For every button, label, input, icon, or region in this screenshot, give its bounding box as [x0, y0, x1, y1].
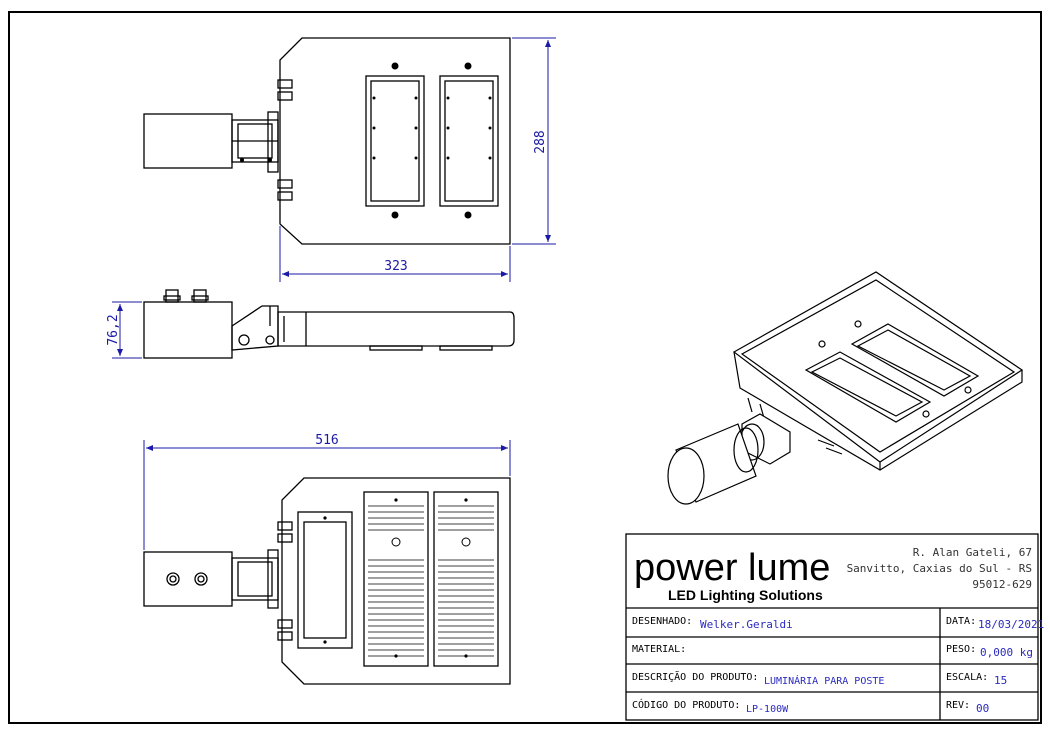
dimension-top-height: 288: [533, 130, 548, 153]
rev-value: 00: [976, 702, 989, 715]
codigo-label: CÓDIGO DO PRODUTO:: [632, 698, 740, 711]
escala-value: 15: [994, 674, 1007, 687]
address-line-1: R. Alan Gateli, 67: [913, 546, 1032, 559]
data-label: DATA:: [946, 616, 976, 627]
isometric-view: [667, 271, 1024, 505]
side-view: [143, 289, 515, 359]
dimension-lines-bottom: [143, 440, 511, 550]
peso-label: PESO:: [946, 644, 976, 655]
top-view: [143, 37, 511, 245]
dimension-side-height: 76,2: [106, 314, 121, 345]
desenhado-value: Welker.Geraldi: [700, 618, 793, 631]
sheet-border: [8, 11, 1042, 724]
desenhado-label: DESENHADO:: [632, 616, 692, 627]
peso-value: 0,000 kg: [980, 646, 1033, 659]
title-block: [625, 533, 1039, 721]
rev-label: REV:: [946, 700, 970, 711]
data-value: 18/03/2021: [978, 618, 1044, 631]
descricao-value: LUMINÁRIA PARA POSTE: [764, 674, 884, 687]
dimension-lines-top: [279, 37, 556, 282]
bottom-view-screws: [323, 498, 471, 658]
address-line-3: 95012-629: [972, 578, 1032, 591]
brand-tagline: LED Lighting Solutions: [668, 587, 823, 603]
dimension-top-width: 323: [384, 259, 407, 274]
bottom-view: [143, 477, 511, 685]
descricao-label: DESCRIÇÃO DO PRODUTO:: [632, 670, 758, 683]
escala-label: ESCALA:: [946, 672, 988, 683]
address-line-2: Sanvitto, Caxias do Sul - RS: [847, 562, 1032, 575]
heatsink-fins: [368, 505, 494, 657]
codigo-value: LP-100W: [746, 704, 789, 715]
material-label: MATERIAL:: [632, 644, 686, 655]
dimension-bottom-length: 516: [315, 433, 338, 448]
dimension-lines-side: [112, 301, 142, 359]
brand-logo-text: power lume: [634, 547, 830, 589]
